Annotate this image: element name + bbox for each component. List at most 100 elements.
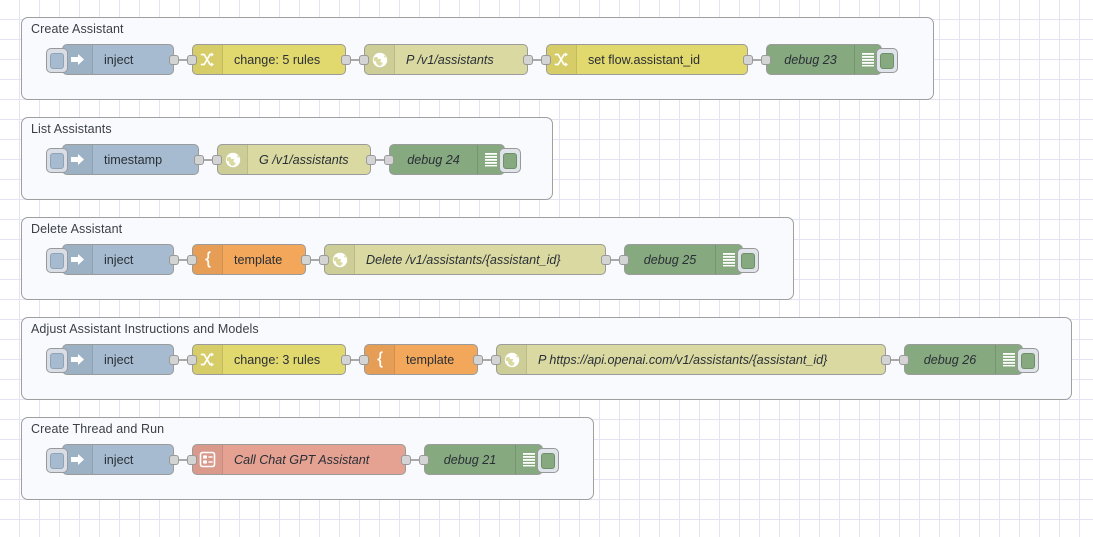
- output-port[interactable]: [301, 255, 311, 265]
- inject-trigger-button[interactable]: [46, 448, 68, 473]
- node-label: debug 25: [643, 252, 697, 267]
- output-port[interactable]: [169, 255, 179, 265]
- inject-trigger-swatch: [50, 52, 64, 69]
- input-port[interactable]: [212, 155, 222, 165]
- node-http-request[interactable]: P /v1/assistants: [359, 44, 533, 75]
- arrow-right-icon: [63, 245, 93, 274]
- arrow-right-icon: [63, 445, 93, 474]
- globe-icon: [365, 45, 395, 74]
- output-port[interactable]: [194, 155, 204, 165]
- input-port[interactable]: [491, 355, 501, 365]
- node-label: G /v1/assistants: [259, 152, 349, 167]
- input-port[interactable]: [319, 255, 329, 265]
- node-label: inject: [104, 452, 134, 467]
- debug-toggle-swatch: [1021, 352, 1035, 369]
- output-port[interactable]: [169, 355, 179, 365]
- node-label: change: 5 rules: [234, 52, 321, 67]
- input-port[interactable]: [419, 455, 429, 465]
- debug-toggle-swatch: [541, 452, 555, 469]
- input-port[interactable]: [619, 255, 629, 265]
- input-port[interactable]: [359, 55, 369, 65]
- output-port[interactable]: [881, 355, 891, 365]
- node-inject[interactable]: inject: [46, 344, 179, 375]
- node-template[interactable]: template: [359, 344, 483, 375]
- output-port[interactable]: [366, 155, 376, 165]
- input-port[interactable]: [384, 155, 394, 165]
- node-label: inject: [104, 52, 134, 67]
- output-port[interactable]: [341, 355, 351, 365]
- inject-trigger-button[interactable]: [46, 48, 68, 73]
- wire: [476, 359, 498, 361]
- input-port[interactable]: [187, 355, 197, 365]
- input-port[interactable]: [187, 455, 197, 465]
- output-port[interactable]: [169, 55, 179, 65]
- node-inject[interactable]: inject: [46, 244, 179, 275]
- node-template[interactable]: template: [187, 244, 311, 275]
- node-http-request[interactable]: P https://api.openai.com/v1/assistants/{…: [491, 344, 891, 375]
- brace-icon: [365, 345, 395, 374]
- debug-toggle-button[interactable]: [737, 248, 759, 273]
- debug-toggle-button[interactable]: [1017, 348, 1039, 373]
- node-label: debug 26: [923, 352, 977, 367]
- node-inject[interactable]: inject: [46, 444, 179, 475]
- debug-toggle-button[interactable]: [876, 48, 898, 73]
- output-port[interactable]: [601, 255, 611, 265]
- input-port[interactable]: [761, 55, 771, 65]
- arrow-right-icon: [63, 45, 93, 74]
- node-change[interactable]: set flow.assistant_id: [541, 44, 753, 75]
- wire: [526, 59, 548, 61]
- node-http-request[interactable]: G /v1/assistants: [212, 144, 376, 175]
- wire: [884, 359, 906, 361]
- node-debug[interactable]: debug 26: [899, 344, 1039, 375]
- group-title: Create Thread and Run: [31, 422, 165, 436]
- wire: [746, 59, 768, 61]
- arrow-right-icon: [63, 345, 93, 374]
- subflow-icon: [193, 445, 223, 474]
- node-label: debug 21: [443, 452, 497, 467]
- wire: [172, 459, 194, 461]
- node-debug[interactable]: debug 21: [419, 444, 559, 475]
- debug-lines-icon: [477, 145, 504, 174]
- output-port[interactable]: [341, 55, 351, 65]
- debug-toggle-swatch: [880, 52, 894, 69]
- output-port[interactable]: [401, 455, 411, 465]
- output-port[interactable]: [523, 55, 533, 65]
- wire: [604, 259, 626, 261]
- debug-toggle-button[interactable]: [537, 448, 559, 473]
- node-inject[interactable]: inject: [46, 44, 179, 75]
- node-label: inject: [104, 252, 134, 267]
- wire: [172, 359, 194, 361]
- node-debug[interactable]: debug 25: [619, 244, 759, 275]
- node-debug[interactable]: debug 23: [761, 44, 898, 75]
- inject-trigger-button[interactable]: [46, 348, 68, 373]
- wire: [404, 459, 426, 461]
- node-debug[interactable]: debug 24: [384, 144, 521, 175]
- node-label: Delete /v1/assistants/{assistant_id}: [366, 252, 561, 267]
- input-port[interactable]: [899, 355, 909, 365]
- node-label: set flow.assistant_id: [588, 52, 701, 67]
- node-http-request[interactable]: Delete /v1/assistants/{assistant_id}: [319, 244, 611, 275]
- input-port[interactable]: [187, 55, 197, 65]
- globe-icon: [497, 345, 527, 374]
- input-port[interactable]: [359, 355, 369, 365]
- node-inject[interactable]: timestamp: [46, 144, 204, 175]
- node-change[interactable]: change: 5 rules: [187, 44, 351, 75]
- output-port[interactable]: [169, 455, 179, 465]
- group-title: Adjust Assistant Instructions and Models: [31, 322, 259, 336]
- shuffle-icon: [547, 45, 577, 74]
- node-label: P /v1/assistants: [406, 52, 494, 67]
- inject-trigger-button[interactable]: [46, 148, 68, 173]
- node-change[interactable]: change: 3 rules: [187, 344, 351, 375]
- input-port[interactable]: [541, 55, 551, 65]
- input-port[interactable]: [187, 255, 197, 265]
- inject-trigger-button[interactable]: [46, 248, 68, 273]
- output-port[interactable]: [743, 55, 753, 65]
- inject-trigger-swatch: [50, 252, 64, 269]
- shuffle-icon: [193, 345, 223, 374]
- wire: [344, 59, 366, 61]
- node-label: debug 24: [407, 152, 460, 167]
- node-subflow-call-chat-gpt-assistant[interactable]: Call Chat GPT Assistant: [187, 444, 411, 475]
- debug-toggle-button[interactable]: [499, 148, 521, 173]
- output-port[interactable]: [473, 355, 483, 365]
